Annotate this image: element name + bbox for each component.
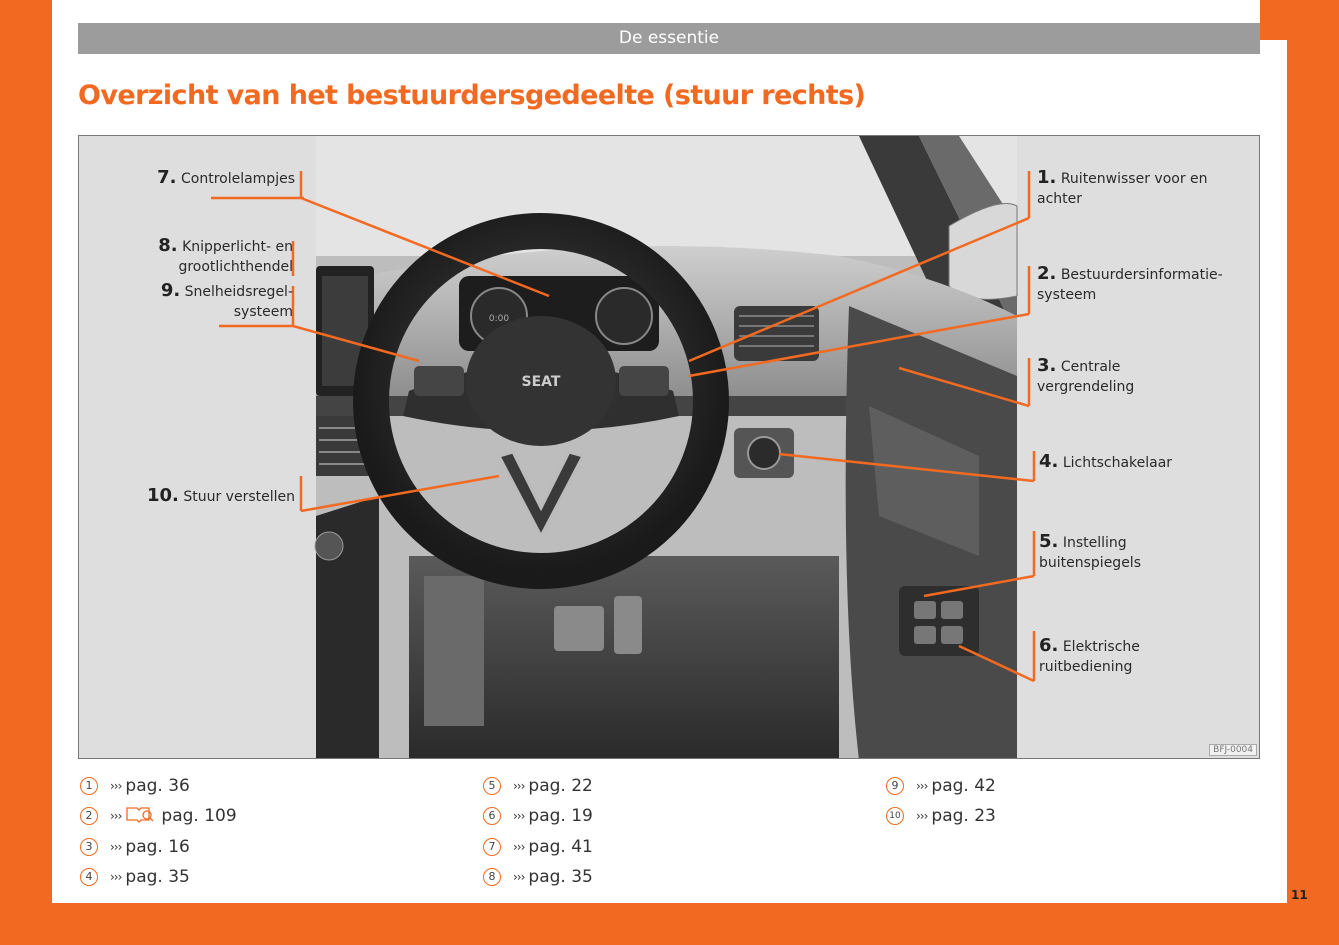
ref-number: 2 bbox=[80, 807, 98, 825]
reference-2[interactable]: 2 ››› pag. 109 bbox=[80, 805, 237, 827]
ref-number: 1 bbox=[80, 777, 98, 795]
callout-lines bbox=[211, 171, 1036, 683]
reference-1[interactable]: 1 ››› pag. 36 bbox=[80, 775, 190, 797]
callout-1: 1. Ruitenwisser voor en achter bbox=[1037, 167, 1208, 208]
callout-7: 7. Controlelampjes bbox=[157, 167, 295, 188]
ref-number: 8 bbox=[483, 868, 501, 886]
callout-9: 9. Snelheidsregel- systeem bbox=[160, 280, 293, 321]
section-header: De essentie bbox=[78, 23, 1260, 54]
callout-5: 5. Instelling buitenspiegels bbox=[1039, 531, 1141, 572]
reference-10[interactable]: 10 ››› pag. 23 bbox=[886, 805, 996, 827]
ref-number: 3 bbox=[80, 838, 98, 856]
right-label-panel bbox=[1017, 136, 1259, 758]
callout-2: 2. Bestuurdersinformatie- systeem bbox=[1037, 263, 1223, 304]
callout-4: 4. Lichtschakelaar bbox=[1039, 451, 1173, 472]
reference-5[interactable]: 5 ››› pag. 22 bbox=[483, 775, 593, 797]
callout-10: 10. Stuur verstellen bbox=[147, 485, 295, 506]
ref-number: 4 bbox=[80, 868, 98, 886]
page-number: 11 bbox=[1291, 888, 1308, 902]
speed-readout: 0:00 bbox=[489, 314, 509, 324]
left-label-panel bbox=[79, 136, 316, 758]
reference-3[interactable]: 3 ››› pag. 16 bbox=[80, 836, 190, 858]
ref-number: 9 bbox=[886, 777, 904, 795]
dashboard-illustration: 0:00 SEAT bbox=[79, 136, 1259, 758]
figure-code: BFJ-0004 bbox=[1209, 744, 1257, 756]
manual-book-icon bbox=[125, 805, 155, 828]
interior-photo: 0:00 SEAT bbox=[314, 136, 1018, 758]
ref-number: 5 bbox=[483, 777, 501, 795]
ref-number: 6 bbox=[483, 807, 501, 825]
reference-4[interactable]: 4 ››› pag. 35 bbox=[80, 866, 190, 888]
reference-8[interactable]: 8 ››› pag. 35 bbox=[483, 866, 593, 888]
callout-8: 8. Knipperlicht- en grootlichthendel bbox=[158, 235, 293, 276]
reference-6[interactable]: 6 ››› pag. 19 bbox=[483, 805, 593, 827]
seat-badge: SEAT bbox=[522, 374, 561, 390]
reference-7[interactable]: 7 ››› pag. 41 bbox=[483, 836, 593, 858]
dashboard-figure: 0:00 SEAT bbox=[78, 135, 1260, 759]
ref-number: 7 bbox=[483, 838, 501, 856]
top-right-orange-notch bbox=[1260, 0, 1339, 40]
ref-number: 10 bbox=[886, 807, 904, 825]
callout-3: 3. Centrale vergrendeling bbox=[1037, 355, 1135, 396]
reference-9[interactable]: 9 ››› pag. 42 bbox=[886, 775, 996, 797]
page-title: Overzicht van het bestuurdersgedeelte (s… bbox=[78, 80, 866, 111]
callout-6: 6. Elektrische ruitbediening bbox=[1039, 635, 1140, 676]
